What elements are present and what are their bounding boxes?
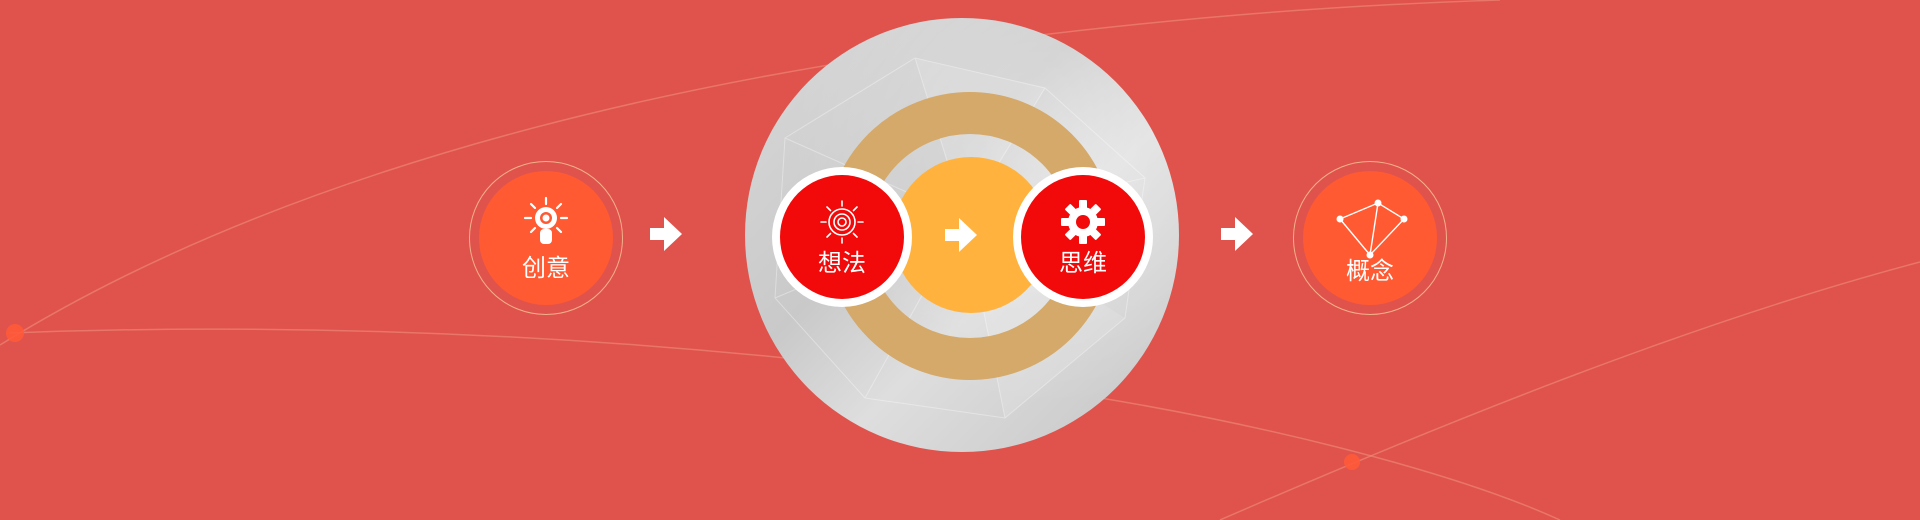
step-node-creative: 创意 bbox=[469, 161, 623, 315]
lightbulb-icon bbox=[522, 196, 570, 250]
arrow-right-icon bbox=[1221, 217, 1253, 255]
step-node-concept: 概念 bbox=[1293, 161, 1447, 315]
step-label: 思维 bbox=[1059, 249, 1107, 277]
sun-gear-icon bbox=[819, 199, 865, 245]
step-node-thinking: 思维 bbox=[1013, 167, 1153, 307]
arrow-right-icon bbox=[945, 218, 977, 256]
arrow-right-icon bbox=[650, 217, 682, 255]
step-label: 创意 bbox=[522, 254, 570, 282]
step-label: 概念 bbox=[1346, 257, 1394, 285]
gear-icon bbox=[1060, 199, 1106, 245]
step-node-idea: 想法 bbox=[772, 167, 912, 307]
glow-dot bbox=[6, 324, 24, 342]
glow-dot bbox=[1344, 454, 1360, 470]
network-icon bbox=[1330, 193, 1410, 263]
step-label: 想法 bbox=[818, 249, 866, 277]
